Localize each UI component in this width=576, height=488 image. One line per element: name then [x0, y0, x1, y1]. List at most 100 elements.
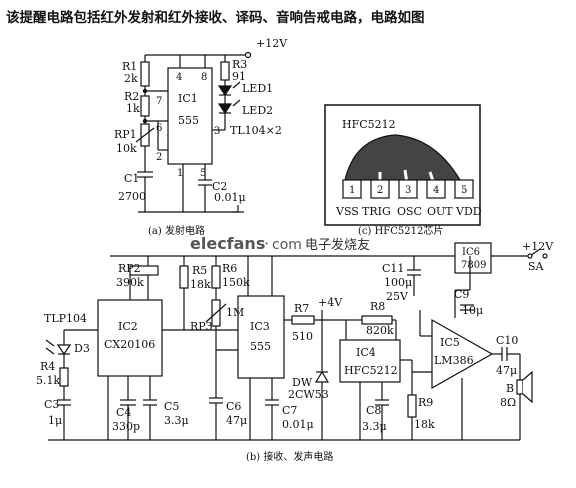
svg-text:1M: 1M — [226, 306, 244, 319]
svg-text:2: 2 — [377, 185, 383, 196]
svg-text:3: 3 — [214, 126, 220, 137]
svg-text:D3: D3 — [74, 342, 90, 355]
svg-text:5: 5 — [461, 185, 467, 196]
svg-text:C8: C8 — [366, 404, 381, 417]
svg-text:2k: 2k — [124, 72, 138, 85]
svg-text:R9: R9 — [418, 396, 433, 409]
rx-r7 — [291, 315, 315, 325]
rx-r4 — [59, 367, 69, 387]
d3-photodiode-icon — [56, 344, 72, 356]
rx-ic5 — [431, 318, 494, 390]
svg-text:4: 4 — [176, 72, 182, 83]
svg-text:1k: 1k — [126, 102, 140, 115]
svg-text:1: 1 — [349, 185, 355, 196]
svg-text:IC5: IC5 — [440, 336, 460, 349]
svg-text:CX20106: CX20106 — [104, 338, 155, 351]
svg-text:4: 4 — [433, 185, 439, 196]
svg-text:LM386: LM386 — [434, 354, 474, 367]
caption-c: (c) HFC5212芯片 — [358, 224, 443, 237]
tx-r3 — [220, 61, 230, 81]
svg-text:com: com — [272, 237, 302, 253]
rx-circuit: SA +12V IC6 7809 TLP104 D3 R4 5.1k C3 1μ… — [36, 240, 554, 463]
svg-text:DW: DW — [292, 376, 313, 389]
rx-r9 — [407, 394, 417, 418]
svg-text:C6: C6 — [226, 400, 241, 413]
svg-text:IC3: IC3 — [250, 320, 270, 333]
svg-text:IC1: IC1 — [178, 92, 198, 105]
page-title: 该提醒电路包括红外发射和红外接收、译码、音响告戒电路，电路如图 — [6, 10, 425, 26]
svg-text:2CW53: 2CW53 — [288, 388, 329, 401]
svg-text:HFC5212: HFC5212 — [342, 118, 396, 131]
svg-text:25V: 25V — [386, 290, 409, 303]
svg-text:LED1: LED1 — [242, 82, 273, 95]
rx-r6 — [211, 265, 221, 289]
svg-text:RP2: RP2 — [118, 262, 141, 275]
svg-text:820k: 820k — [366, 324, 394, 337]
svg-text:150k: 150k — [222, 276, 250, 289]
svg-text:100μ: 100μ — [384, 276, 412, 289]
svg-text:C10: C10 — [496, 334, 518, 347]
rx-r8 — [361, 315, 393, 325]
svg-text:C7: C7 — [282, 404, 297, 417]
svg-text:5: 5 — [200, 168, 206, 179]
svg-text:C1: C1 — [124, 172, 139, 185]
svg-text:elecfans: elecfans — [190, 234, 265, 253]
svg-text:6: 6 — [156, 123, 162, 134]
svg-text:8: 8 — [201, 72, 207, 83]
svg-text:VSS: VSS — [335, 205, 359, 218]
svg-text:R6: R6 — [222, 262, 237, 275]
watermark: elecfans · com 电子发烧友 — [190, 234, 370, 253]
svg-text:VDD: VDD — [455, 205, 482, 218]
svg-text:0.01μ: 0.01μ — [282, 418, 314, 431]
svg-text:TL104×2: TL104×2 — [230, 124, 282, 137]
svg-text:C5: C5 — [164, 400, 179, 413]
svg-text:HFC5212: HFC5212 — [344, 364, 398, 377]
chip-pads — [342, 179, 474, 199]
svg-text:91: 91 — [232, 70, 246, 83]
svg-text:电子发烧友: 电子发烧友 — [305, 237, 370, 253]
svg-text:·: · — [264, 234, 269, 253]
svg-text:C2: C2 — [212, 180, 227, 193]
svg-text:47μ: 47μ — [226, 414, 247, 427]
caption-b: (b) 接收、发声电路 — [246, 450, 333, 463]
svg-text:IC4: IC4 — [356, 346, 376, 359]
svg-text:3: 3 — [405, 185, 411, 196]
rx-ic6 — [454, 242, 492, 274]
svg-text:18k: 18k — [190, 278, 211, 291]
svg-text:IC6: IC6 — [462, 247, 480, 258]
svg-text:2: 2 — [156, 152, 162, 163]
svg-text:8Ω: 8Ω — [500, 396, 516, 409]
svg-text:TRIG: TRIG — [362, 205, 391, 218]
svg-text:IC2: IC2 — [118, 320, 138, 333]
led1-icon — [217, 85, 233, 97]
chip-diagram: HFC5212 1 2 3 4 5 VSS TRIG OSC OUT VDD (… — [324, 104, 482, 237]
svg-text:C9: C9 — [454, 288, 469, 301]
svg-text:5.1k: 5.1k — [36, 374, 60, 387]
svg-text:3.3μ: 3.3μ — [362, 420, 387, 433]
svg-text:SA: SA — [528, 260, 545, 273]
svg-text:555: 555 — [178, 114, 199, 127]
svg-text:+12V: +12V — [522, 240, 554, 253]
svg-text:10μ: 10μ — [462, 304, 483, 317]
dw-zener-icon — [314, 370, 330, 383]
svg-text:R1: R1 — [122, 60, 137, 73]
rx-rp2 — [129, 265, 159, 276]
svg-text:555: 555 — [250, 340, 271, 353]
svg-text:+4V: +4V — [318, 296, 343, 309]
svg-text:C11: C11 — [382, 262, 404, 275]
svg-text:7809: 7809 — [461, 260, 486, 271]
svg-text:OSC: OSC — [397, 205, 422, 218]
svg-text:510: 510 — [292, 330, 313, 343]
svg-text:R4: R4 — [40, 360, 55, 373]
svg-text:RP3: RP3 — [190, 320, 213, 333]
svg-text:0.01μ: 0.01μ — [214, 191, 246, 204]
svg-text:R8: R8 — [370, 300, 385, 313]
chip-blob — [344, 134, 462, 181]
svg-text:TLP104: TLP104 — [44, 312, 87, 325]
tx-r1 — [140, 61, 150, 87]
tx-ic1 — [167, 67, 213, 165]
svg-text:3.3μ: 3.3μ — [164, 414, 189, 427]
svg-text:1: 1 — [177, 168, 183, 179]
svg-text:10k: 10k — [116, 142, 137, 155]
